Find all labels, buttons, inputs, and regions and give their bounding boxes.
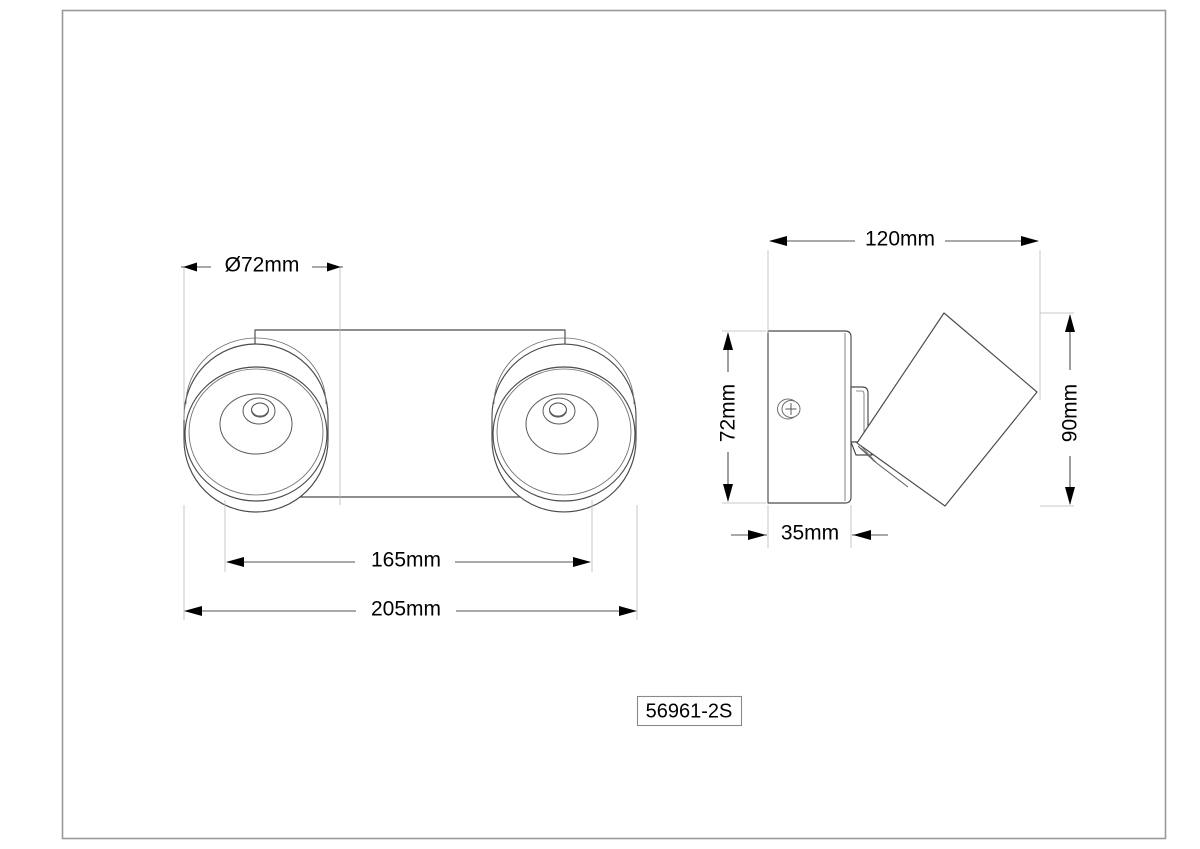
part-label-group: 56961-2S	[636, 695, 743, 727]
arrow-bottom	[723, 484, 733, 502]
dimension-overall-width-205: 205mm	[183, 505, 638, 621]
front-view-group: Ø72mm 165mm 205mm	[181, 254, 638, 621]
side-view-wall-plate	[767, 330, 852, 504]
screw-icon	[777, 398, 801, 420]
arrow-left	[183, 262, 197, 272]
front-view-left-head	[183, 337, 329, 513]
drawing-frame-border	[61, 9, 1167, 840]
arrow-right	[619, 606, 637, 616]
dimension-head-height-90: 90mm	[1040, 312, 1082, 507]
arrow-right	[573, 557, 591, 567]
dimension-plate-depth-35: 35mm	[731, 505, 888, 548]
arrow-top	[1065, 314, 1075, 332]
arrow-left	[748, 530, 766, 540]
arrow-left	[226, 557, 244, 567]
arrow-right	[327, 262, 341, 272]
dimension-projection-120: 120mm	[767, 228, 1041, 400]
side-view-lamp-head	[856, 312, 1038, 507]
part-label-box	[636, 695, 743, 727]
dimension-spacing-165: 165mm	[224, 500, 593, 572]
dim-label-height-72: 72mm	[717, 384, 740, 442]
dim-label-diameter-72: Ø72mm	[225, 254, 300, 277]
arrow-left	[769, 236, 787, 246]
dim-label-projection-120: 120mm	[865, 228, 935, 251]
front-view-right-head	[491, 337, 637, 513]
side-view-group: 120mm 72mm 90mm	[717, 228, 1082, 548]
part-label-text: 56961-2S	[646, 700, 733, 722]
dim-label-overall-width-205: 205mm	[371, 598, 441, 621]
arrow-left	[184, 606, 202, 616]
arrow-right	[853, 530, 871, 540]
dimension-height-72: 72mm	[717, 330, 766, 504]
arrow-bottom	[1065, 487, 1075, 505]
dim-label-plate-depth-35: 35mm	[781, 522, 839, 545]
dim-label-head-height-90: 90mm	[1059, 384, 1082, 442]
arrow-right	[1021, 236, 1039, 246]
arrow-top	[723, 332, 733, 350]
dim-label-spacing-165: 165mm	[371, 549, 441, 572]
dimension-diameter-72: Ø72mm	[181, 254, 343, 505]
